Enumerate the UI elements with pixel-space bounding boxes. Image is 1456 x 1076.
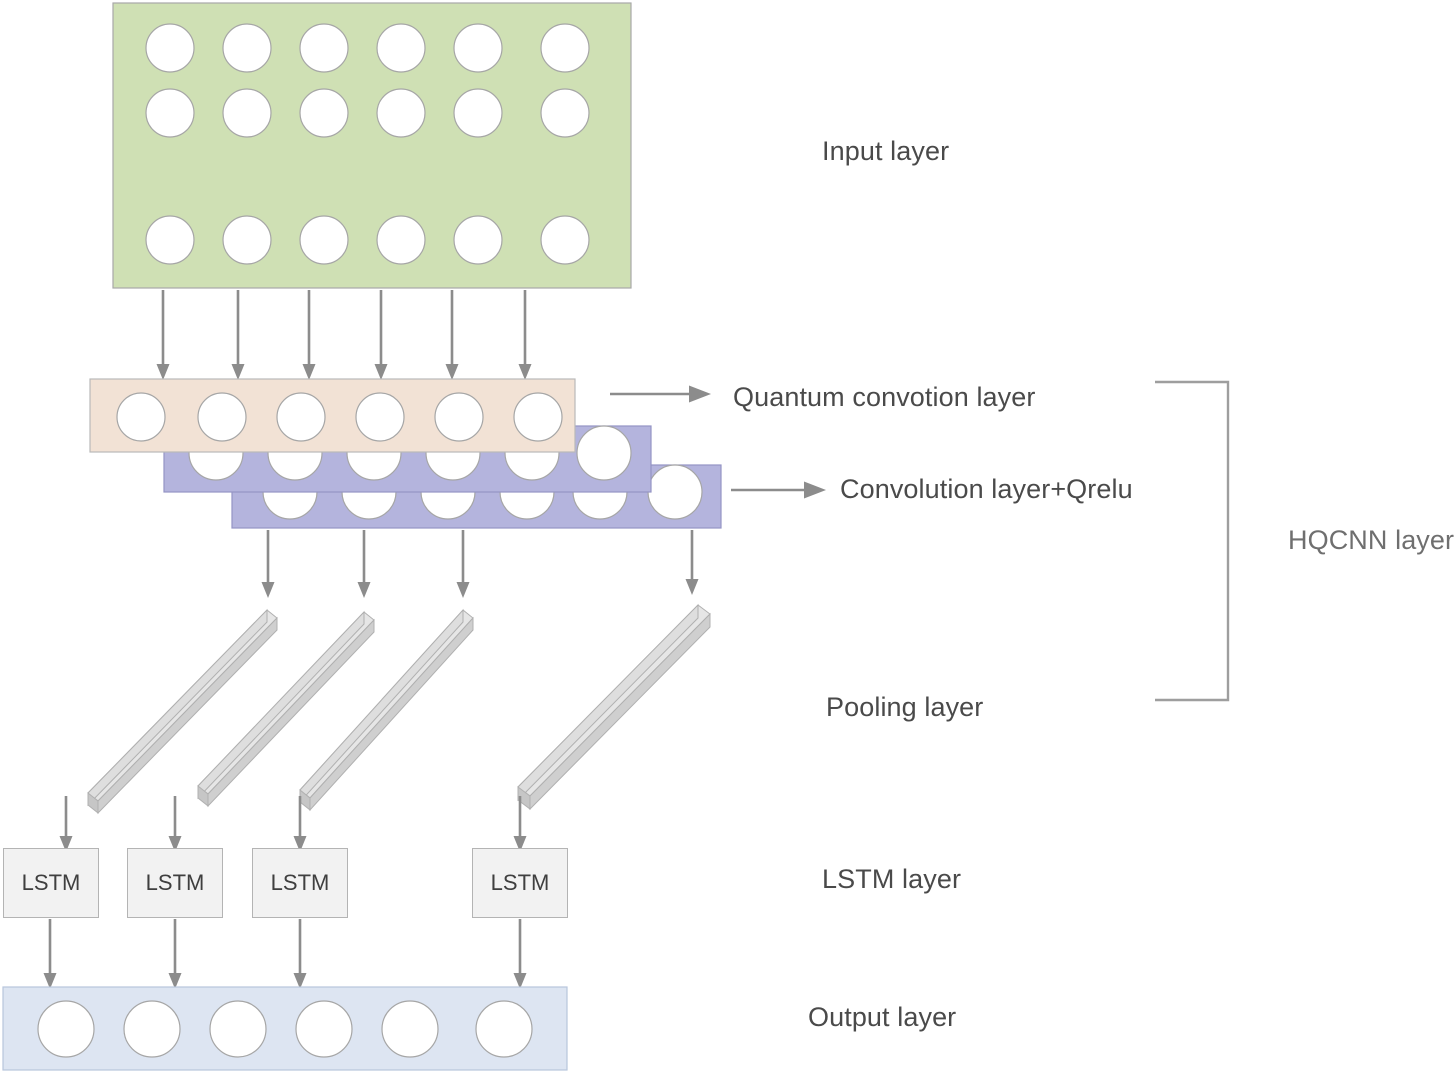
- input-node: [222, 23, 272, 73]
- label-hqcnn-layer: HQCNN layer: [1288, 525, 1455, 555]
- arrows-input-to-quantum: [156, 290, 532, 380]
- input-node: [299, 88, 349, 138]
- input-node: [453, 88, 503, 138]
- label-callout-arrows: [610, 385, 826, 499]
- output-layer-group: [2, 986, 568, 1071]
- label-quantum-convolution-layer: Quantum convotion layer: [733, 382, 1036, 412]
- input-node: [145, 23, 195, 73]
- input-node: [540, 88, 590, 138]
- label-output-layer: Output layer: [808, 1002, 957, 1032]
- output-node: [123, 1000, 181, 1058]
- label-convolution-layer-qrelu: Convolution layer+Qrelu: [840, 474, 1133, 504]
- input-node: [453, 23, 503, 73]
- lstm-cell[interactable]: LSTM: [3, 848, 99, 918]
- arrows-pooling-to-lstm: [59, 796, 527, 852]
- input-node: [376, 215, 426, 265]
- input-node: [540, 215, 590, 265]
- pooling-rod: [197, 610, 375, 808]
- output-node: [475, 1000, 533, 1058]
- arrows-conv-to-pooling: [261, 530, 699, 598]
- output-node: [295, 1000, 353, 1058]
- input-node: [453, 215, 503, 265]
- output-node: [209, 1000, 267, 1058]
- input-node: [145, 88, 195, 138]
- input-node: [222, 215, 272, 265]
- lstm-cell[interactable]: LSTM: [127, 848, 223, 918]
- input-node: [540, 23, 590, 73]
- quantum-conv-node: [197, 392, 247, 442]
- lstm-cell[interactable]: LSTM: [472, 848, 568, 918]
- hqcnn-bracket: [1155, 380, 1230, 702]
- input-layer-group: [112, 2, 632, 289]
- lstm-cell-label: LSTM: [270, 870, 330, 895]
- label-input-layer: Input layer: [822, 136, 950, 166]
- input-node: [299, 215, 349, 265]
- conv-front-node: [647, 464, 703, 520]
- pooling-rod: [299, 608, 474, 812]
- pooling-rod: [517, 603, 711, 811]
- conv-mid-node: [576, 425, 632, 481]
- lstm-cell-label: LSTM: [490, 870, 550, 895]
- input-node: [222, 88, 272, 138]
- label-pooling-layer: Pooling layer: [826, 692, 984, 722]
- output-node: [37, 1000, 95, 1058]
- label-lstm-layer: LSTM layer: [822, 864, 962, 894]
- quantum-conv-node: [355, 392, 405, 442]
- quantum-conv-layer-box: [89, 378, 576, 453]
- quantum-conv-node: [513, 392, 563, 442]
- quantum-conv-layer-group: [89, 378, 576, 453]
- output-node: [381, 1000, 439, 1058]
- hqcnn-bracket-path: [1155, 380, 1230, 702]
- quantum-conv-node: [276, 392, 326, 442]
- lstm-cell-label: LSTM: [145, 870, 205, 895]
- pooling-layer-group: [87, 603, 711, 815]
- input-node: [376, 23, 426, 73]
- output-layer-box: [2, 986, 568, 1071]
- input-node: [145, 215, 195, 265]
- input-node: [299, 23, 349, 73]
- quantum-conv-node: [434, 392, 484, 442]
- arrows-lstm-to-output: [43, 919, 527, 989]
- lstm-cell[interactable]: LSTM: [252, 848, 348, 918]
- quantum-conv-node: [116, 392, 166, 442]
- lstm-cell-label: LSTM: [21, 870, 81, 895]
- pooling-rod: [87, 608, 278, 815]
- input-node: [376, 88, 426, 138]
